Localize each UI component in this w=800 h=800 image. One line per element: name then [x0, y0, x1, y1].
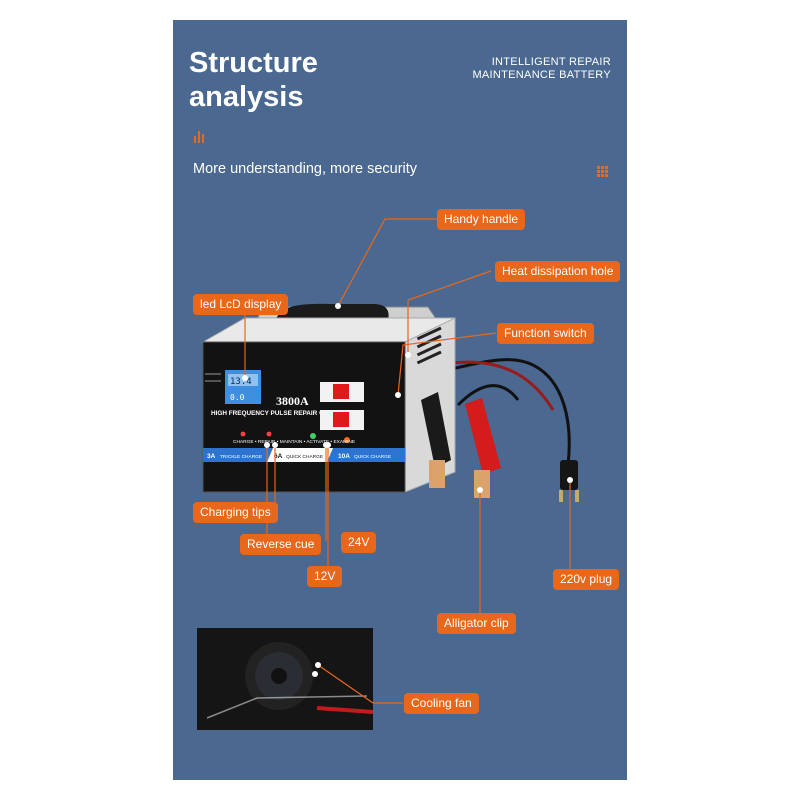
- black-clip: [421, 392, 451, 488]
- title-line-1: Structure: [189, 47, 318, 79]
- callout-24v: 24V: [341, 532, 377, 553]
- infographic-panel: Structure analysis INTELLIGENT REPAIR MA…: [173, 20, 627, 780]
- panel-title-label: HIGH FREQUENCY PULSE REPAIR CHARGER: [211, 410, 352, 417]
- band-1-text: TRICKLE CHARGE: [220, 454, 262, 460]
- callout-220v-plug: 220v plug: [553, 569, 620, 590]
- plug-icon: [559, 460, 579, 502]
- callout-leader-lines: [242, 218, 584, 704]
- mode-strip-label: CHARGE • REPAIR • MAINTAIN • ACTIVATE • …: [233, 439, 355, 445]
- callout-charging-tips: Charging tips: [193, 502, 278, 523]
- cooling-fan-photo: [197, 628, 373, 730]
- band-3-label: 10A: [338, 453, 350, 460]
- grid-icon: [597, 166, 608, 177]
- subtitle: More understanding, more security: [193, 161, 418, 177]
- model-label: 3800A: [276, 394, 309, 408]
- tagline: INTELLIGENT REPAIR MAINTENANCE BATTERY: [472, 56, 611, 82]
- callout-function-switch: Function switch: [497, 323, 594, 344]
- tagline-line-2: MAINTENANCE BATTERY: [472, 69, 611, 81]
- callout-12v: 12V: [307, 566, 343, 587]
- bars-icon: [194, 131, 208, 143]
- callout-heat-dissipation-hole: Heat dissipation hole: [495, 261, 621, 282]
- page-title: Structure analysis: [189, 46, 318, 114]
- callout-handy-handle: Handy handle: [437, 209, 526, 230]
- band-3-text: QUICK CHARGE: [354, 454, 391, 460]
- callout-reverse-cue: Reverse cue: [240, 534, 322, 555]
- callout-alligator-clip: Alligator clip: [437, 613, 516, 634]
- charger-illustration: 13.4 0.0 3800A HIGH FREQUENCY PULSE REPA…: [201, 303, 579, 502]
- band-2-label: 6A: [274, 453, 283, 460]
- svg-text:13.4: 13.4: [230, 377, 252, 387]
- band-2-text: QUICK CHARGE: [286, 454, 323, 460]
- svg-text:0.0: 0.0: [230, 393, 245, 402]
- callout-cooling-fan: Cooling fan: [404, 693, 479, 714]
- tagline-line-1: INTELLIGENT REPAIR: [491, 56, 611, 68]
- title-line-2: analysis: [189, 81, 304, 113]
- callout-led-display: led LcD display: [193, 294, 289, 315]
- band-1-label: 3A: [207, 453, 216, 460]
